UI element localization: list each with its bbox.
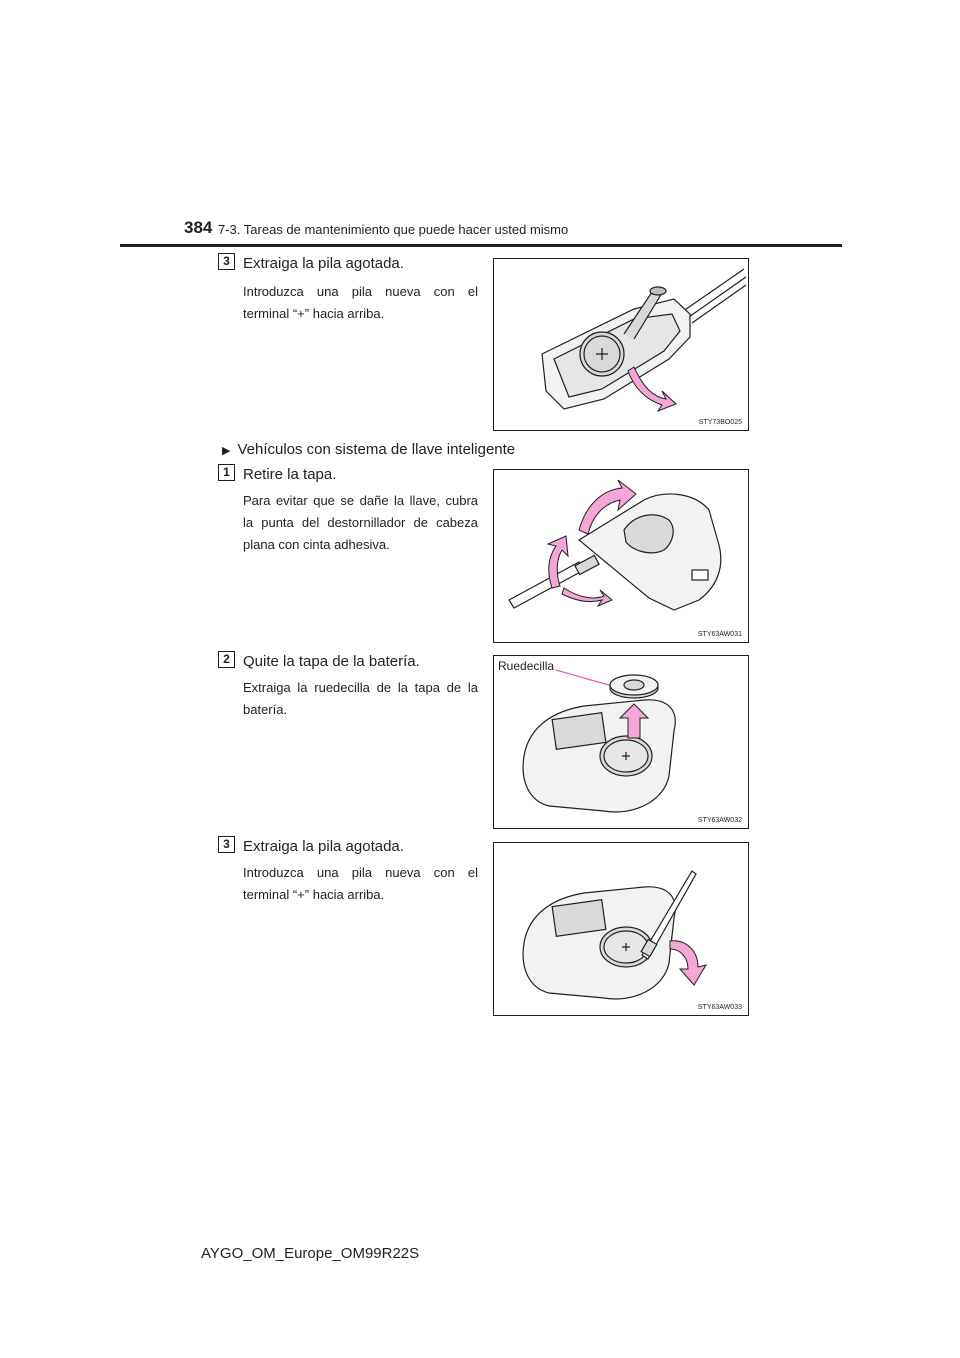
smart-key-battery-drawing bbox=[522, 870, 708, 1000]
step-body: Introduzca una pila nueva con el termina… bbox=[243, 865, 478, 902]
page-number: 384 bbox=[184, 218, 213, 237]
figure-code: STY63AW032 bbox=[697, 817, 742, 824]
smart-key-cover-drawing bbox=[508, 479, 722, 611]
figure-code: STY63AW033 bbox=[697, 1004, 742, 1011]
illustration-key-battery-removal: STY73BO025 bbox=[493, 258, 749, 431]
step-number-badge: 3 bbox=[218, 836, 235, 853]
figure-code: STY63AW031 bbox=[697, 631, 742, 638]
step-body: Introduzca una pila nueva con el termina… bbox=[243, 284, 478, 321]
illustration-remove-cover: STY63AW031 bbox=[493, 469, 749, 643]
step-title: Extraiga la pila agotada. bbox=[243, 838, 404, 855]
illustration-battery-cover: Ruedecilla STY63AW032 bbox=[493, 655, 749, 829]
illustration-remove-smart-key-battery: STY63AW033 bbox=[493, 842, 749, 1016]
triangle-bullet-icon: ▶ bbox=[222, 445, 231, 457]
subheading-text: Vehículos con sistema de llave inteligen… bbox=[237, 441, 516, 458]
section-title: 7-3. Tareas de mantenimiento que puede h… bbox=[218, 222, 569, 237]
header-rule bbox=[120, 244, 842, 247]
step-title: Quite la tapa de la batería. bbox=[243, 653, 420, 670]
battery-cover-drawing bbox=[522, 669, 676, 813]
callout-label: Ruedecilla bbox=[498, 659, 555, 673]
step-title: Retire la tapa. bbox=[243, 466, 337, 483]
step-title: Extraiga la pila agotada. bbox=[243, 255, 404, 272]
step-number-badge: 1 bbox=[218, 464, 235, 481]
figure-code: STY73BO025 bbox=[698, 419, 742, 426]
step-body: Para evitar que se dañe la llave, cubra … bbox=[243, 493, 478, 552]
step-number-badge: 2 bbox=[218, 651, 235, 668]
footer-document-id: AYGO_OM_Europe_OM99R22S bbox=[201, 1245, 420, 1262]
step-number-badge: 3 bbox=[218, 253, 235, 270]
subheading: ▶ Vehículos con sistema de llave intelige… bbox=[222, 441, 515, 458]
key-battery-drawing bbox=[541, 268, 747, 413]
step-body: Extraiga la ruedecilla de la tapa de la … bbox=[243, 680, 478, 717]
